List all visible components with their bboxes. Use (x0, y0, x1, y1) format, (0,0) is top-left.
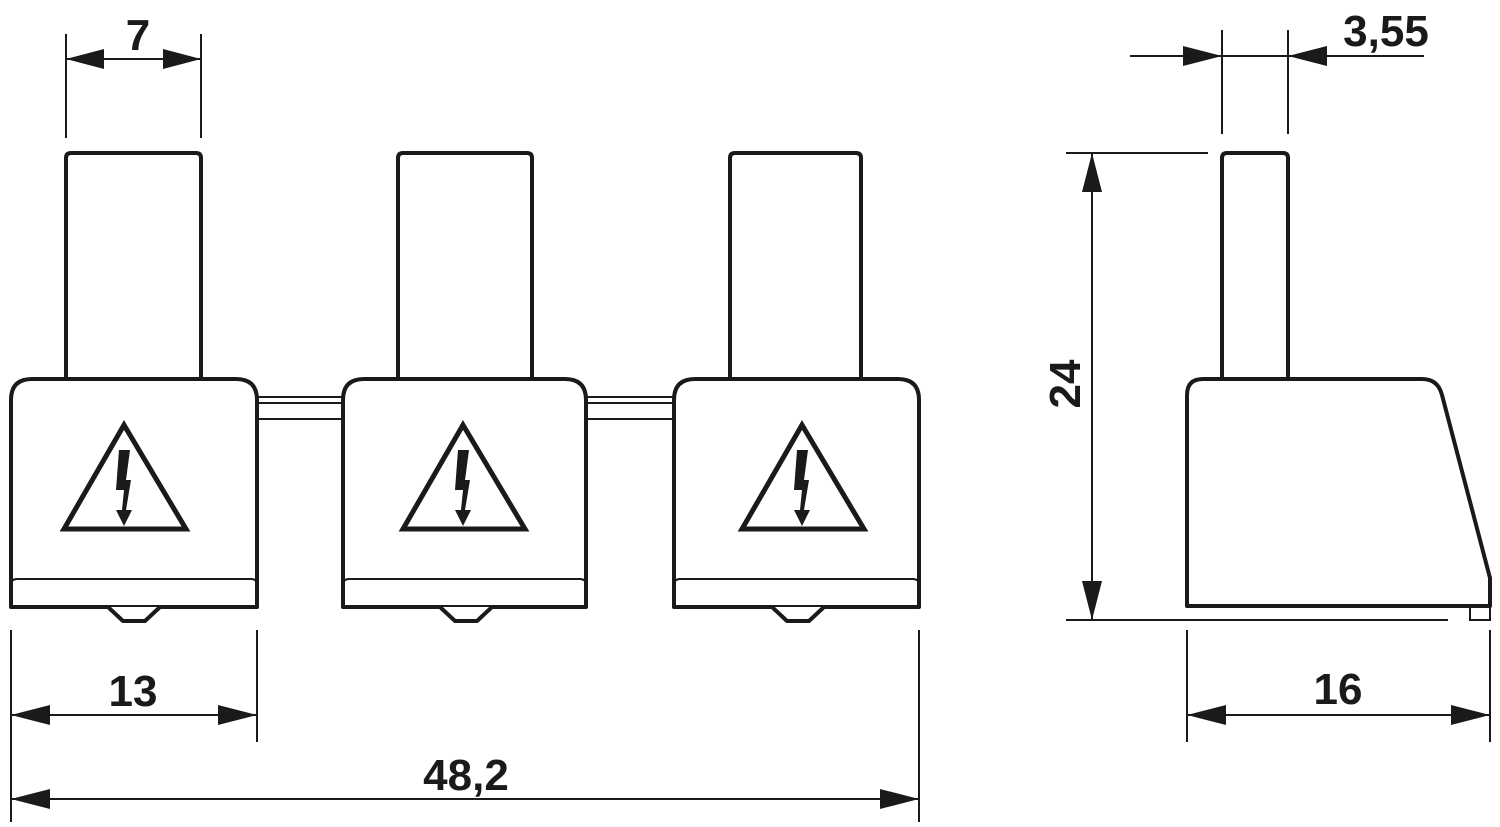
arrowhead (66, 49, 104, 69)
dimension-label-total-width: 48,2 (423, 751, 509, 800)
bridge-connector-2 (585, 396, 675, 420)
dimension-height: 24 (1041, 152, 1448, 621)
arrowhead (163, 49, 201, 69)
module-pin (64, 151, 203, 380)
dimension-module-width: 13 (10, 630, 258, 742)
dimension-label-height: 24 (1041, 359, 1090, 408)
dimension-label-module-width: 13 (109, 667, 158, 716)
arrowhead (1082, 153, 1102, 192)
arrowhead (1183, 46, 1222, 66)
module-3 (672, 151, 921, 623)
side-view: 3,55 24 16 (1041, 7, 1492, 742)
dimension-label-pin-thickness: 3,55 (1343, 7, 1429, 56)
side-body (1185, 377, 1492, 608)
module-1 (9, 151, 259, 623)
front-view: 7 13 48,2 (9, 11, 921, 822)
module-2 (341, 151, 588, 623)
side-foot (1469, 606, 1491, 621)
module-pin (396, 151, 534, 380)
bridge-connector-1 (255, 396, 345, 420)
dimension-pin-thickness: 3,55 (1130, 7, 1429, 134)
arrowhead (218, 705, 257, 725)
dimension-depth: 16 (1186, 630, 1491, 742)
high-voltage-warning-icon (398, 420, 530, 532)
dimension-total-width: 48,2 (10, 630, 920, 822)
arrowhead (1288, 46, 1327, 66)
arrowhead (1082, 581, 1102, 620)
module-foot (438, 605, 494, 623)
dimension-label-depth: 16 (1314, 665, 1363, 714)
high-voltage-warning-icon (59, 420, 191, 532)
arrowhead (1451, 705, 1490, 725)
arrowhead (1187, 705, 1226, 725)
dimension-label-pin-width: 7 (126, 11, 150, 60)
high-voltage-warning-icon (737, 420, 869, 532)
module-foot (106, 605, 162, 623)
module-pin (728, 151, 863, 380)
dimension-pin-width: 7 (65, 11, 202, 138)
side-pin (1220, 151, 1290, 380)
module-foot (770, 605, 826, 623)
arrowhead (880, 789, 919, 809)
arrowhead (11, 789, 50, 809)
arrowhead (11, 705, 50, 725)
